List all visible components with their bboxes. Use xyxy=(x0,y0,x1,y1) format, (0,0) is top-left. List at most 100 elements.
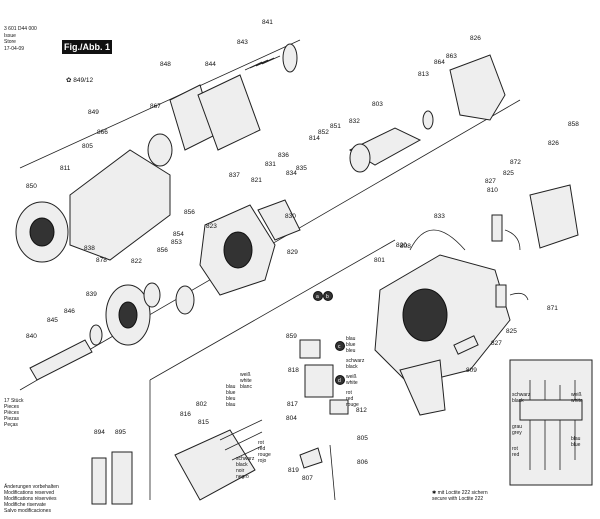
callout-d xyxy=(335,375,345,385)
part-number-850: 850 xyxy=(26,183,37,190)
schem-label-black: black xyxy=(512,398,524,404)
mid-label-blau: blau xyxy=(346,336,356,342)
schematic-switch xyxy=(519,399,583,421)
rubber-cap-hole xyxy=(29,217,55,247)
modifications-line-5: Salvo modificaciones xyxy=(4,508,51,514)
part-number-803: 803 xyxy=(372,101,383,108)
wire-label-noir: noir xyxy=(236,468,245,474)
part-number-844: 844 xyxy=(205,61,216,68)
part-number-809: 809 xyxy=(466,367,477,374)
mid-label-bleu: bleu xyxy=(346,348,356,354)
part-number-815: 815 xyxy=(198,419,209,426)
power-cable-part xyxy=(329,444,336,501)
part-number-839: 839 xyxy=(86,291,97,298)
part-number-811: 811 xyxy=(60,165,71,172)
loctite-line-1: ✱ mit Loctite 222 sichern xyxy=(432,490,488,496)
wire-label-rojo: rojo xyxy=(258,458,267,464)
loctite-line-1-text: mit Loctite 222 sichern xyxy=(437,490,488,496)
wire-label-white: white xyxy=(240,378,252,384)
wire-label-blue: blue xyxy=(226,390,236,396)
wire-label-red: red xyxy=(258,446,265,452)
part-number-816: 816 xyxy=(180,411,191,418)
mid-label-rot: rot xyxy=(346,390,352,396)
wire-label-rouge: rouge xyxy=(258,452,271,458)
ring-gear-bore xyxy=(118,301,138,329)
wire-label-negro: negro xyxy=(236,474,249,480)
store-label: Store xyxy=(4,39,16,45)
part-number-856: 856 xyxy=(184,209,195,216)
flange-bore xyxy=(223,231,253,269)
part-number-805: 805 xyxy=(357,435,368,442)
pieces-line-5: Peças xyxy=(4,422,18,428)
wire-label-blau: blau xyxy=(226,384,236,390)
part-number-826: 826 xyxy=(470,35,481,42)
part-number-838: 838 xyxy=(84,245,95,252)
wire-label-weiss: weiß xyxy=(240,372,251,378)
spring-part xyxy=(244,55,281,71)
grease-tin-part xyxy=(111,451,133,505)
part-number-840: 840 xyxy=(26,333,37,340)
gear-icon: ✿ xyxy=(66,77,72,84)
capacitor-part xyxy=(329,399,349,415)
wire-label-black: black xyxy=(236,462,248,468)
part-number-807: 807 xyxy=(302,475,313,482)
part-number-813: 813 xyxy=(418,71,429,78)
frame-line-lower xyxy=(149,239,396,381)
part-number-894: 894 xyxy=(94,429,105,436)
fan-guard-part xyxy=(529,184,579,249)
brush-holder-part-lower xyxy=(495,284,507,308)
callout-a-circle xyxy=(313,291,323,301)
callout-b xyxy=(323,291,333,301)
pieces-line-1: 17 Stück xyxy=(4,398,24,404)
part-number-827: 827 xyxy=(491,340,502,347)
part-number-848: 848 xyxy=(160,61,171,68)
part-number-806: 806 xyxy=(357,459,368,466)
drive-shaft-part xyxy=(29,339,93,381)
mid-label-rouge: rouge xyxy=(346,402,359,408)
part-number-827: 827 xyxy=(485,178,496,185)
part-number-833: 833 xyxy=(434,213,445,220)
callout-a xyxy=(313,291,323,301)
mid-label-white: white xyxy=(346,380,358,386)
part-number-864: 864 xyxy=(434,59,445,66)
callout-d-letter: d xyxy=(338,378,341,384)
field-coil-wires xyxy=(219,419,263,461)
fan-cover-part xyxy=(449,54,506,121)
mid-label-weiss: weiß xyxy=(346,374,357,380)
part-number-labels: 8418438448488268638648138038498668678058… xyxy=(26,19,579,482)
wire-label-schwarz: schwarz xyxy=(236,456,255,462)
pieces-line-2: Pieces xyxy=(4,404,20,410)
frame-line-top xyxy=(19,39,301,169)
part-number-845: 845 xyxy=(47,317,58,324)
seal-plate-part xyxy=(257,199,301,241)
part-number-819: 819 xyxy=(288,467,299,474)
housing-opening xyxy=(402,288,448,342)
brush-wire-lower xyxy=(509,292,529,301)
part-number-820: 820 xyxy=(396,242,407,249)
schem-label-grau: grau xyxy=(512,424,522,430)
callout-c-letter: c xyxy=(338,344,341,350)
wiring-schematic-box xyxy=(509,359,593,486)
part-number-810: 810 xyxy=(487,187,498,194)
reference-number: 849/12 xyxy=(73,77,94,84)
callout-b-letter: b xyxy=(326,294,329,300)
callout-c-circle xyxy=(335,341,345,351)
part-number-856: 856 xyxy=(157,247,168,254)
modifications-line-3: Modifications réservées xyxy=(4,496,57,502)
nameplate-part xyxy=(453,335,479,355)
cable-clamp-part xyxy=(299,447,323,469)
handle-grip-part xyxy=(399,359,446,416)
loctite-note: ✱ mit Loctite 222 sichern secure with Lo… xyxy=(432,490,488,502)
part-number-808: 808 xyxy=(400,243,411,250)
callout-a-letter: a xyxy=(316,294,319,300)
part-number-863: 863 xyxy=(446,53,457,60)
part-number-841: 841 xyxy=(262,19,273,26)
doc-header: 3 601 D44 000 Issue Store 17-04-09 xyxy=(4,26,37,52)
wire-label-blanc: blanc xyxy=(240,384,252,390)
spindle-end-part xyxy=(282,43,298,73)
reference-label: ✿ 849/12 xyxy=(66,76,93,84)
shaft-bearing-part xyxy=(89,324,103,346)
schem-label-blau: blau xyxy=(571,436,581,442)
wire-label-blau-2: blau xyxy=(226,402,236,408)
schem-label-blue: blue xyxy=(571,442,581,448)
